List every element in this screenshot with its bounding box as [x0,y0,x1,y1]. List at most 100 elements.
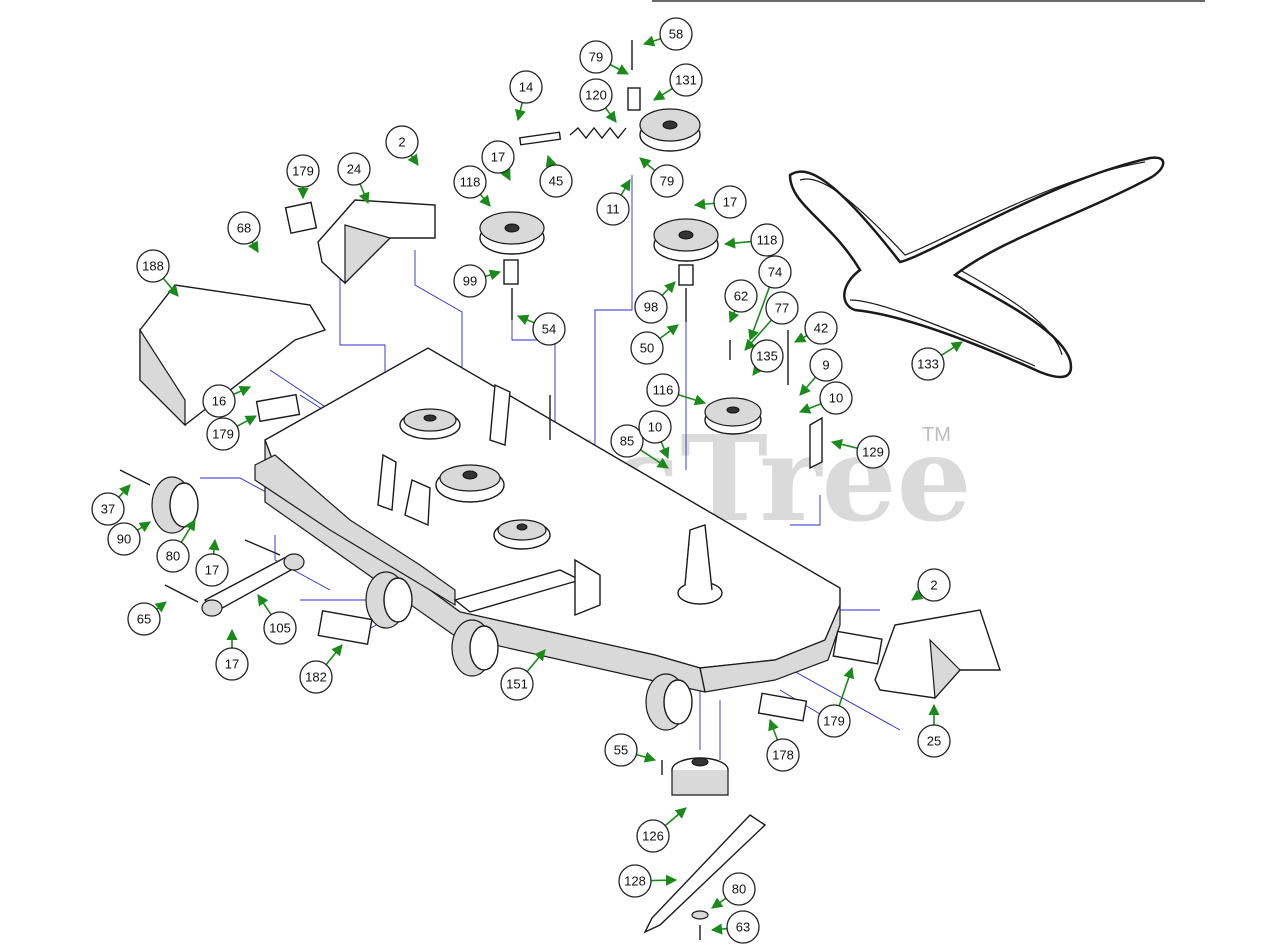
callout-24[interactable]: 24 [337,152,371,205]
callout-118[interactable]: 118 [453,165,491,207]
callout-62[interactable]: 62 [724,279,758,324]
callout-79[interactable]: 79 [639,157,684,198]
callout-circle [722,872,756,906]
callout-circle [638,410,672,444]
callout-105[interactable]: 105 [257,594,297,645]
callout-2[interactable]: 2 [385,125,419,166]
callout-151[interactable]: 151 [500,649,546,701]
callout-label: 17 [723,195,737,210]
deck-pulley-center [435,464,505,503]
callout-arrow [162,277,179,297]
callout-circle [202,384,236,418]
callout-129[interactable]: 129 [830,435,890,469]
callout-65[interactable]: 65 [127,601,167,636]
callout-circle [453,264,487,298]
callout-arrow [911,589,924,601]
callout-circle [610,424,644,458]
callout-37[interactable]: 37 [91,484,131,526]
callout-131[interactable]: 131 [653,63,703,101]
callout-label: 80 [166,549,180,564]
callout-42[interactable]: 42 [794,311,838,345]
callout-90[interactable]: 90 [107,521,151,556]
callout-label: 16 [212,394,226,409]
callout-circle [263,611,297,645]
callout-arrow [639,157,656,172]
callout-126[interactable]: 126 [636,807,687,853]
callout-58[interactable]: 58 [642,17,693,51]
callout-label: 178 [772,748,794,763]
callout-25[interactable]: 25 [917,703,951,758]
callout-label: 17 [205,563,219,578]
callout-circle [650,164,684,198]
callout-50[interactable]: 50 [630,324,679,365]
callout-label: 50 [640,341,654,356]
callout-label: 90 [117,532,131,547]
callout-circle [917,568,951,602]
callout-label: 188 [142,259,164,274]
callout-label: 118 [460,175,481,190]
callout-arrow [545,154,557,168]
blade-128 [643,814,767,940]
callout-17[interactable]: 17 [195,538,229,587]
callout-17[interactable]: 17 [215,628,249,681]
callout-label: 68 [237,221,251,236]
callout-98[interactable]: 98 [634,281,676,324]
callout-182[interactable]: 182 [299,644,343,694]
callout-label: 120 [585,88,607,103]
callout-55[interactable]: 55 [604,733,657,767]
callout-circle [750,223,784,257]
callout-circle [766,738,800,772]
callout-128[interactable]: 128 [618,864,678,898]
callout-188[interactable]: 188 [136,249,179,297]
callout-label: 25 [927,734,941,749]
callout-arrow [748,286,771,342]
discharge-chute-188 [139,284,327,427]
callout-circle [618,864,652,898]
callout-116[interactable]: 116 [646,373,707,407]
callout-80[interactable]: 80 [156,519,196,573]
idler-pulley-118-right [653,218,719,322]
callout-circle [911,347,945,381]
callout-80[interactable]: 80 [711,872,756,909]
callout-label: 11 [606,202,620,217]
callout-arrow [257,594,272,616]
callout-17[interactable]: 17 [693,185,747,219]
callout-circle [286,154,320,188]
callout-179[interactable]: 179 [817,666,855,738]
callout-74[interactable]: 74 [748,255,792,342]
callout-135[interactable]: 135 [750,339,784,376]
callout-10[interactable]: 10 [798,381,853,415]
callout-99[interactable]: 99 [453,264,502,298]
callout-arrow [710,923,728,935]
callout-68[interactable]: 68 [227,211,261,253]
callout-85[interactable]: 85 [610,424,669,469]
callout-45[interactable]: 45 [539,154,573,198]
callout-16[interactable]: 16 [202,384,252,418]
callout-54[interactable]: 54 [516,312,566,346]
callout-9[interactable]: 9 [799,348,843,396]
callout-14[interactable]: 14 [509,70,543,122]
callout-17[interactable]: 17 [481,140,515,181]
callout-arrow [799,376,817,396]
callout-179[interactable]: 179 [206,415,257,451]
callout-63[interactable]: 63 [710,910,760,944]
callout-77[interactable]: 77 [744,291,799,351]
callout-arrow [604,107,617,123]
callout-circle [509,70,543,104]
callout-circle [636,819,670,853]
callout-arrow [768,718,779,741]
callout-2[interactable]: 2 [911,568,951,602]
callout-118[interactable]: 118 [723,223,784,257]
callout-120[interactable]: 120 [579,78,617,123]
callout-178[interactable]: 178 [766,718,800,772]
callout-label: 182 [305,670,327,685]
callout-179[interactable]: 179 [286,154,320,200]
callout-10[interactable]: 10 [638,410,672,460]
callout-11[interactable]: 11 [596,179,631,226]
callout-133[interactable]: 133 [911,341,963,381]
idler-pulley-118-left [479,211,545,320]
callout-circle [195,553,229,587]
callout-79[interactable]: 79 [579,40,629,75]
callout-arrow [711,897,727,909]
callout-label: 2 [930,578,937,593]
